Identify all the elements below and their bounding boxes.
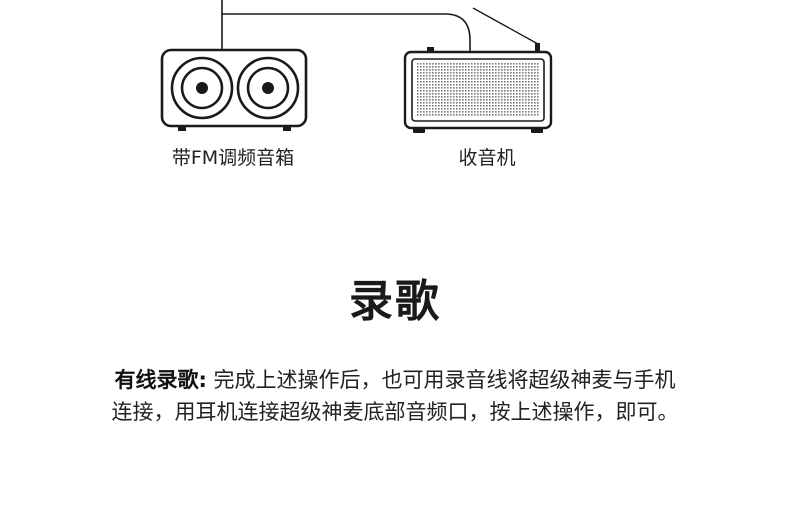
description-body: 完成上述操作后，也可用录音线将超级神麦与手机连接，用耳机连接超级神麦底部音频口，… bbox=[111, 368, 679, 424]
radio-label: 收音机 bbox=[458, 147, 516, 169]
description-lead: 有线录歌: bbox=[114, 368, 207, 392]
speaker-icon bbox=[160, 48, 308, 131]
device-diagram bbox=[0, 0, 790, 180]
speaker-label: 带FM调频音箱 bbox=[171, 147, 295, 169]
radio-icon bbox=[403, 7, 553, 133]
wired-recording-description: 有线录歌: 完成上述操作后，也可用录音线将超级神麦与手机连接，用耳机连接超级神麦… bbox=[110, 364, 680, 428]
connection-cable bbox=[221, 0, 471, 52]
section-title: 录歌 bbox=[349, 276, 441, 327]
